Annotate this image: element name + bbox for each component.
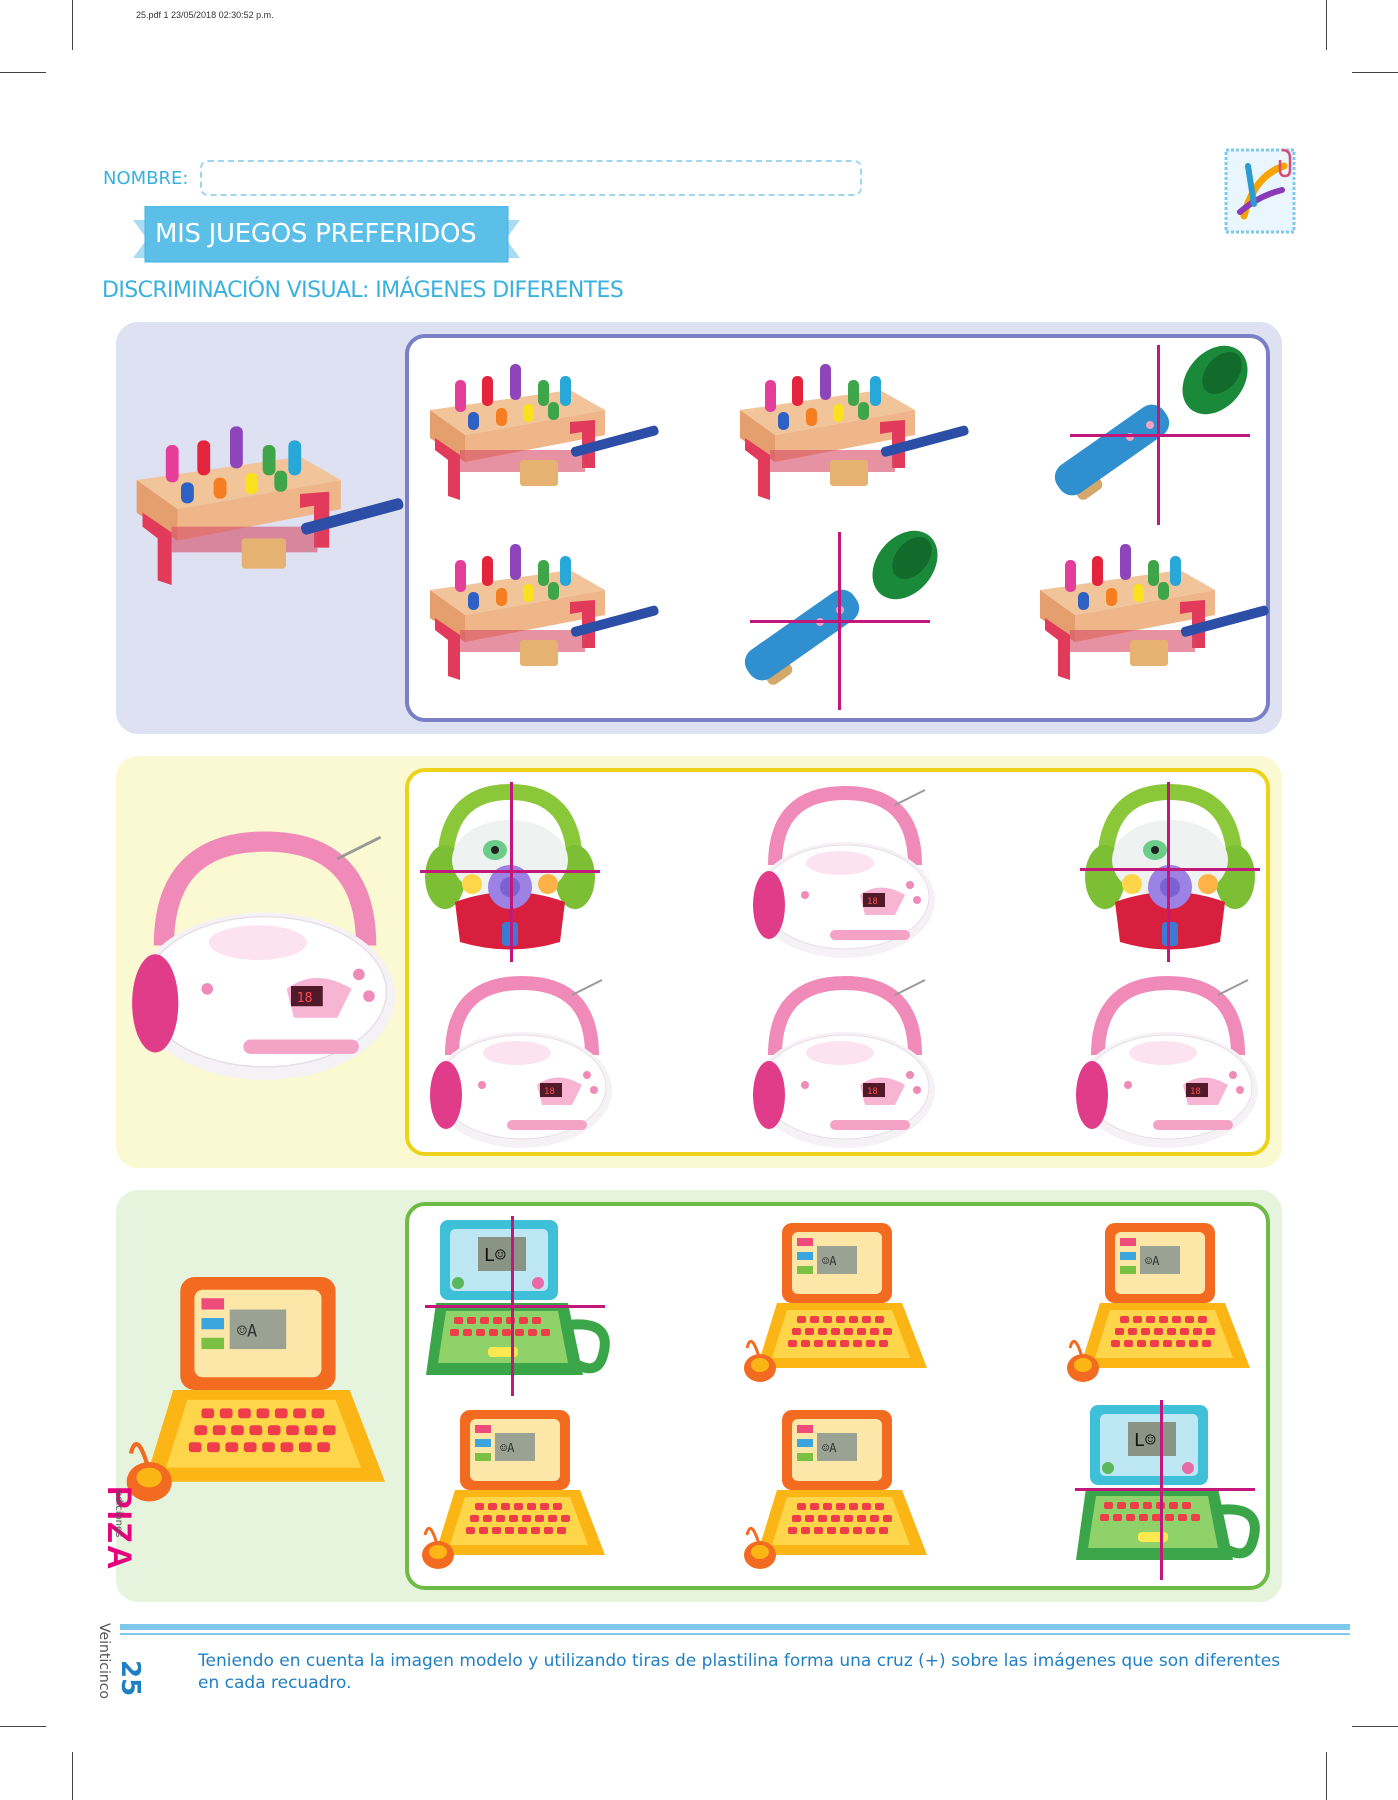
svg-text:L☺: L☺ — [484, 1245, 506, 1266]
crop-mark — [0, 1726, 46, 1727]
peg-bench-model — [136, 426, 404, 585]
crop-mark — [0, 72, 46, 73]
footer-divider — [120, 1633, 1350, 1635]
cross-mark — [750, 620, 930, 623]
crop-mark — [72, 0, 73, 50]
cross-mark — [425, 1305, 605, 1308]
page-number: 25 — [115, 1660, 145, 1697]
footer-divider — [120, 1624, 1350, 1630]
svg-text:18: 18 — [297, 991, 313, 1006]
clipboard-icon — [1224, 148, 1296, 234]
cross-mark — [1070, 434, 1250, 437]
instructions: Teniendo en cuenta la imagen modelo y ut… — [198, 1651, 1281, 1693]
crop-mark — [1352, 1726, 1398, 1727]
laptop-option[interactable] — [742, 1405, 942, 1575]
brand-sub: ediciones — [113, 1490, 124, 1538]
cross-mark — [1167, 782, 1170, 962]
name-label: NOMBRE: — [103, 168, 189, 189]
svg-text:☺A: ☺A — [237, 1320, 257, 1340]
crop-mark — [1326, 1752, 1327, 1800]
page-subtitle: DISCRIMINACIÓN VISUAL: IMÁGENES DIFERENT… — [102, 278, 624, 303]
title-banner — [133, 206, 520, 263]
trumpet-option[interactable] — [1050, 345, 1265, 525]
laptop-option[interactable] — [742, 1218, 942, 1388]
radio-option[interactable] — [422, 975, 622, 1155]
peg-bench-option[interactable] — [420, 350, 660, 530]
name-field[interactable] — [200, 160, 862, 196]
page-word: Veinticinco — [96, 1623, 112, 1699]
peg-bench-option[interactable] — [730, 350, 970, 530]
cross-mark — [1080, 868, 1260, 871]
green-laptop-option[interactable]: L☺ — [418, 1215, 618, 1395]
laptop-option[interactable] — [420, 1405, 620, 1575]
crop-mark — [72, 1752, 73, 1800]
cross-mark — [1075, 1488, 1255, 1491]
page-title: MIS JUEGOS PREFERIDOS — [155, 219, 477, 249]
crop-mark — [1326, 0, 1327, 50]
radio-model: 18 — [132, 831, 395, 1080]
cross-mark — [420, 870, 600, 873]
radio-option[interactable] — [745, 975, 945, 1155]
peg-bench-option[interactable] — [1030, 530, 1270, 710]
crop-mark — [1352, 72, 1398, 73]
peg-bench-option[interactable] — [420, 530, 660, 710]
print-info: 25.pdf 1 23/05/2018 02:30:52 p.m. — [136, 10, 274, 20]
radio-option[interactable] — [1068, 975, 1268, 1155]
radio-option[interactable] — [745, 785, 945, 965]
laptop-option[interactable] — [1065, 1218, 1265, 1388]
laptop-model: ☺A — [126, 1277, 385, 1502]
headphones-option[interactable] — [1080, 782, 1260, 962]
